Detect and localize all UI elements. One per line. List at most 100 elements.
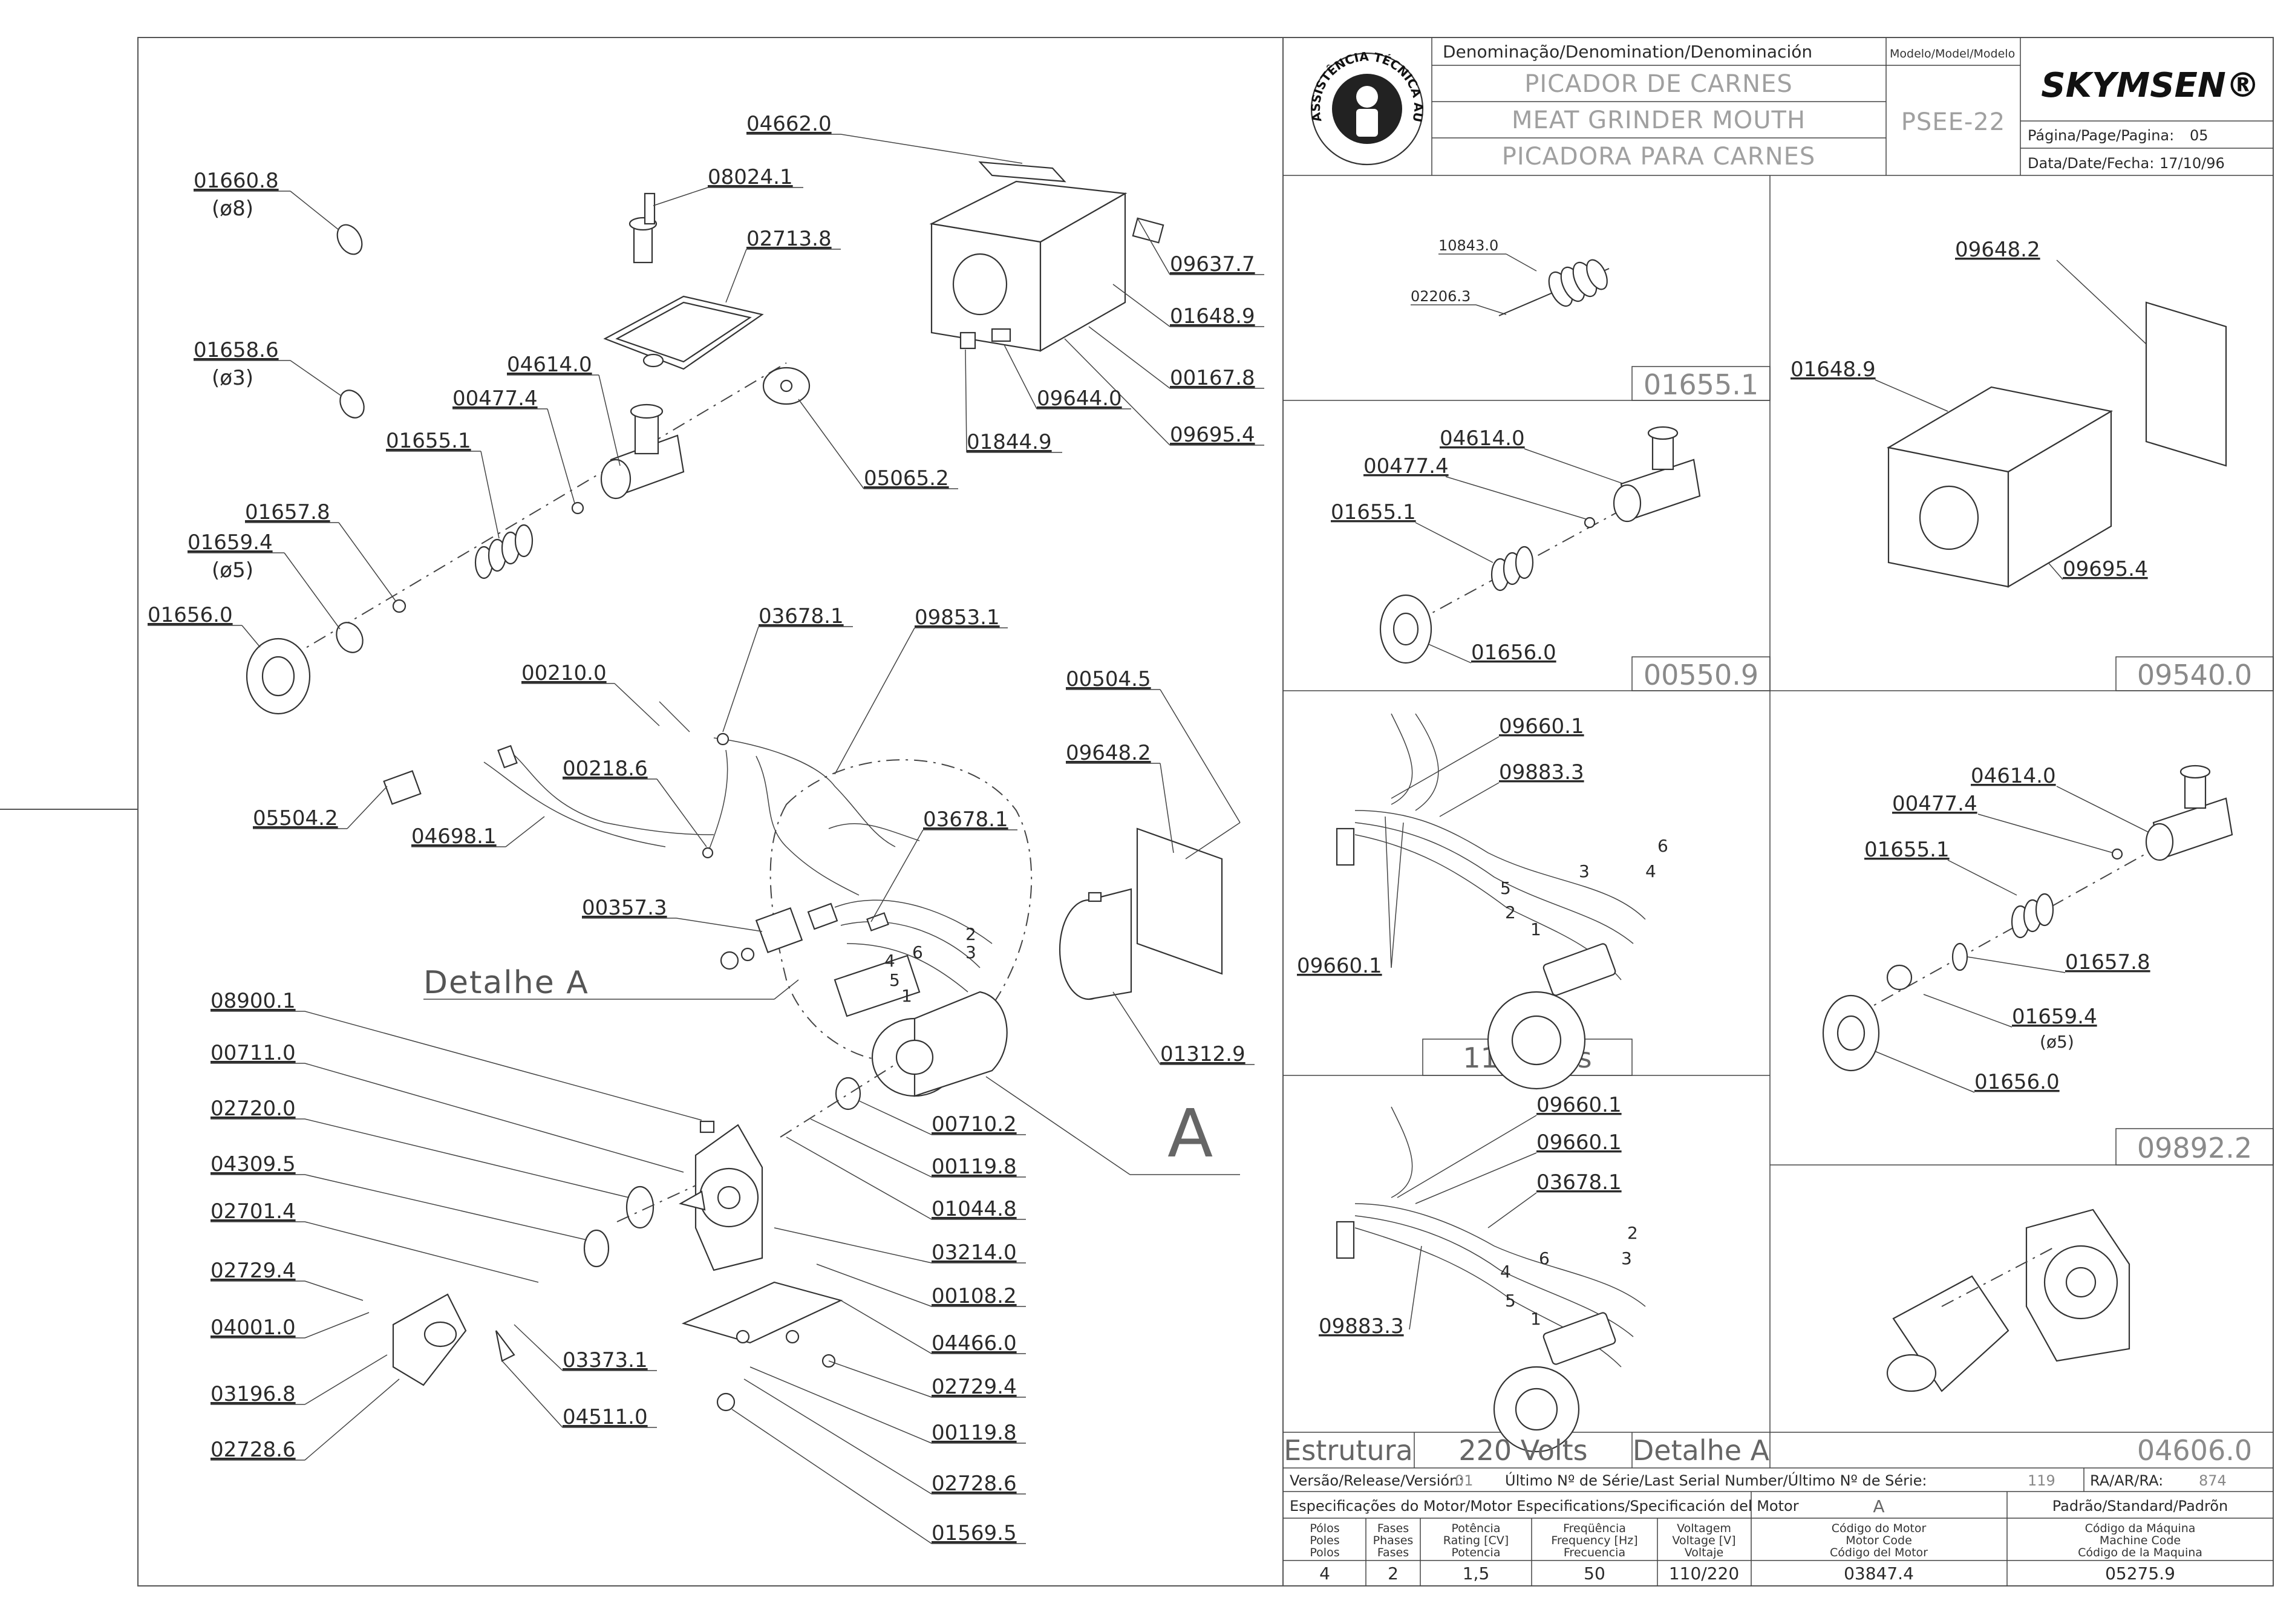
svg-text:Código do Motor: Código do Motor	[1832, 1522, 1927, 1535]
wire-number: 4	[1645, 861, 1656, 881]
part-label: 04614.0	[1440, 426, 1525, 451]
part-label: 09853.1	[915, 605, 1000, 630]
worm-screw	[474, 524, 534, 579]
panel-kit-01655: 01655.1 10843.0 02206.3	[1411, 237, 1771, 401]
spec-header-row: Pólos Poles Polos Fases Phases Fases Pot…	[1310, 1522, 2202, 1559]
part-label: 00711.0	[211, 1041, 296, 1065]
part-size: (ø5)	[2040, 1032, 2074, 1052]
wiring-harness	[383, 701, 920, 896]
back-cover	[1136, 822, 1241, 975]
wire-number: 6	[912, 942, 923, 962]
part-label: 02701.4	[211, 1199, 296, 1224]
machine-code-value: 05275.9	[2105, 1564, 2175, 1583]
part-label: 03678.1	[923, 807, 1008, 832]
panel-kit-00550: 00550.9 04614.0 00477.4 01655.1 01656.0	[1331, 426, 1771, 691]
svg-text:Poles: Poles	[1310, 1534, 1339, 1547]
part-label: 09660.1	[1297, 954, 1382, 978]
part-label: 01656.0	[1471, 641, 1556, 665]
serial-value: 119	[2028, 1472, 2055, 1489]
part-label: 09644.0	[1037, 386, 1122, 411]
svg-text:Rating [CV]: Rating [CV]	[1443, 1534, 1509, 1547]
gear-housing	[679, 1120, 763, 1271]
wire-number: 6	[1539, 1248, 1550, 1268]
part-label: 01648.9	[1170, 304, 1255, 328]
part-label: 08900.1	[211, 989, 296, 1013]
panel-kit-09540: 09540.0 09648.2 01648.9 09695.4	[1791, 238, 2274, 691]
part-label: 00477.4	[452, 386, 538, 411]
plate-8mm	[336, 224, 363, 255]
panel-220-volts: 09660.1 09660.1 03678.1 09883.3 2 6 3 4 …	[1319, 1093, 1646, 1453]
wire-number: 2	[1627, 1223, 1638, 1243]
pusher	[628, 192, 658, 264]
denomination-label: Denominação/Denomination/Denominación	[1443, 42, 1812, 62]
tray	[603, 295, 764, 370]
svg-text:Código del Motor: Código del Motor	[1830, 1546, 1928, 1559]
name-es: PICADORA PARA CARNES	[1502, 143, 1816, 171]
part-label: 01312.9	[1160, 1042, 1245, 1066]
svg-text:Machine Code: Machine Code	[2100, 1534, 2181, 1547]
part-label: 04614.0	[1971, 764, 2056, 788]
part-label: 01656.0	[148, 603, 233, 627]
part-label: 01655.1	[1864, 838, 1950, 862]
motor-cover-ring	[1059, 888, 1132, 1000]
wire-number: 5	[1505, 1291, 1516, 1311]
kit-code: 09892.2	[2137, 1132, 2252, 1164]
part-label: 01660.8	[194, 169, 279, 193]
flinger-disc	[762, 367, 811, 405]
part-label: 00357.3	[582, 896, 667, 920]
part-label: 01658.6	[194, 338, 279, 362]
part-label: 01655.1	[1331, 500, 1416, 524]
part-label: 02729.4	[932, 1375, 1017, 1399]
label-detalhe-a: Detalhe A	[1633, 1434, 1770, 1467]
cabinet	[929, 161, 1164, 352]
plate-5mm	[336, 622, 364, 653]
front-housing	[392, 1293, 515, 1386]
part-label: 04511.0	[563, 1405, 648, 1429]
part-label: 04309.5	[211, 1152, 296, 1176]
part-label: 00108.2	[932, 1284, 1017, 1308]
part-label: 09883.3	[1319, 1314, 1404, 1339]
phases-value: 2	[1388, 1564, 1399, 1583]
wiring-220v-drawing: 2 6 3 4 5 1	[1336, 1106, 1646, 1453]
part-label: 05065.2	[864, 466, 949, 491]
page-value: 05	[2190, 127, 2208, 144]
grinder-mouth-assembly	[1822, 765, 2233, 1072]
part-label: 00477.4	[1892, 792, 1977, 816]
wire-number: 4	[884, 951, 895, 971]
part-label: 01659.4	[2012, 1005, 2097, 1029]
part-label: 01044.8	[932, 1197, 1017, 1221]
part-label: 00504.5	[1066, 667, 1151, 691]
part-label: 02729.4	[211, 1259, 296, 1283]
version-value: 01	[1455, 1472, 1474, 1489]
date-label: Data/Date/Fecha:	[2028, 155, 2154, 172]
part-label: 00167.8	[1170, 366, 1255, 390]
base-plate	[681, 1281, 843, 1412]
part-size: (ø5)	[212, 558, 253, 582]
panel-bottom-row: Estrutura 220 Volts Detalhe A	[1284, 1432, 1770, 1468]
part-label: 00119.8	[932, 1155, 1017, 1179]
kit-code: 01655.1	[1644, 368, 1758, 401]
part-label: 09648.2	[1955, 238, 2040, 262]
part-label: 09648.2	[1066, 741, 1151, 765]
ra-label: RA/AR/RA:	[2090, 1472, 2163, 1489]
wire-number: 5	[1500, 878, 1511, 898]
brand-logo: SKYMSEN®	[2041, 66, 2259, 105]
svg-text:Potência: Potência	[1452, 1522, 1501, 1535]
panel-110-volts: 110 Volts 09660.1 09883.3 09660.1 6 3 4 …	[1297, 713, 1668, 1090]
kit-code: 09540.0	[2137, 659, 2252, 691]
part-label: 09883.3	[1499, 760, 1584, 784]
part-label: 02713.8	[746, 227, 832, 251]
part-label: 03678.1	[759, 604, 844, 628]
svg-text:Voltagem: Voltagem	[1677, 1522, 1731, 1535]
switch-assembly	[720, 899, 993, 1017]
part-label: 01844.9	[967, 430, 1052, 454]
voltage-value: 110/220	[1669, 1564, 1739, 1583]
part-label: 09660.1	[1536, 1130, 1622, 1155]
ring-nut	[246, 638, 311, 715]
wire-number: 3	[965, 942, 976, 962]
part-label: 02728.6	[932, 1472, 1017, 1496]
version-label: Versão/Release/Versión:	[1290, 1472, 1463, 1489]
part-label: 02728.6	[211, 1438, 296, 1462]
part-label: 04662.0	[746, 112, 832, 136]
poles-value: 4	[1319, 1564, 1330, 1583]
